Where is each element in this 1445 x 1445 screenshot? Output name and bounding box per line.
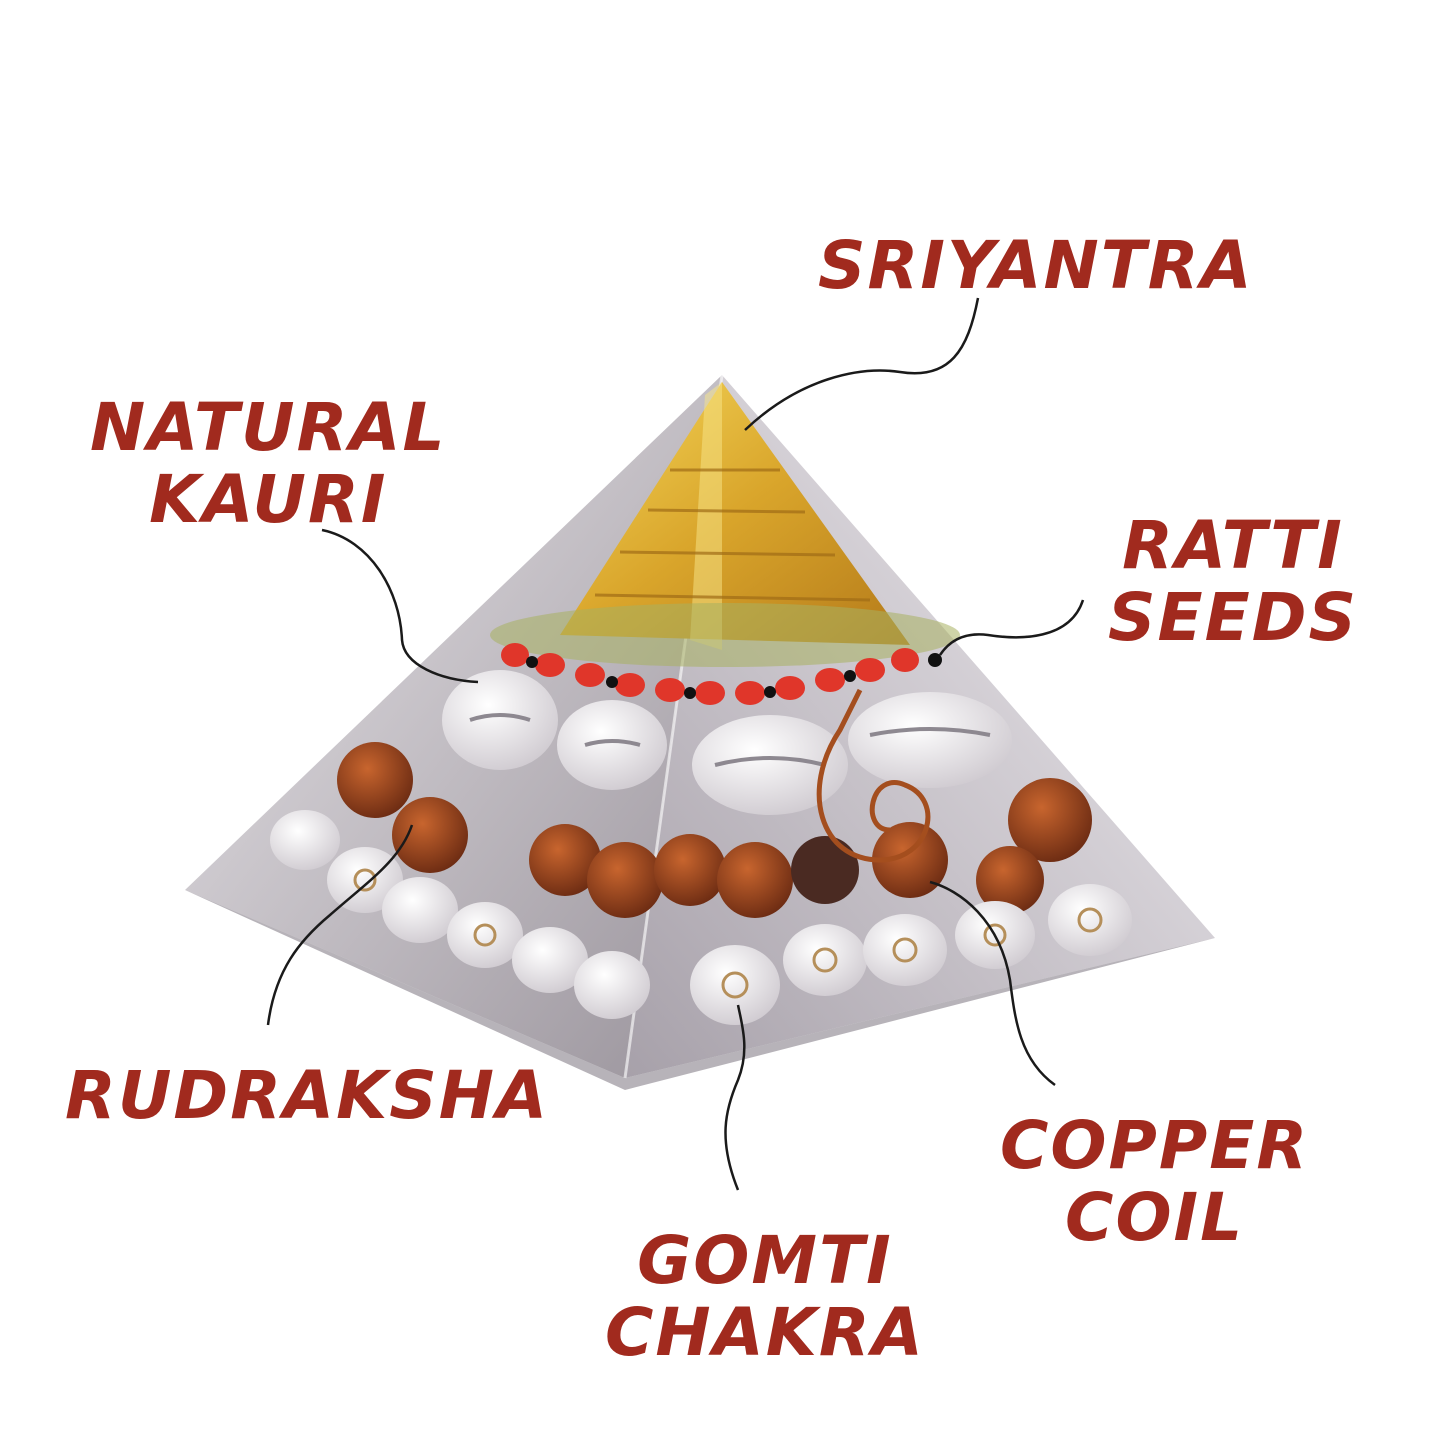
- label-rudraksha: RUDRAKSHA: [65, 1060, 549, 1132]
- label-copper-coil: COPPER COIL: [1000, 1110, 1309, 1254]
- label-gomti-chakra: GOMTI CHAKRA: [605, 1225, 925, 1369]
- label-copper-coil-line-2: COIL: [1065, 1179, 1245, 1256]
- label-sriyantra-line: SRIYANTRA: [818, 227, 1254, 304]
- sriyantra-figure: [490, 382, 960, 667]
- label-sriyantra: SRIYANTRA: [818, 230, 1254, 302]
- label-natural-kauri: NATURAL KAURI: [90, 392, 447, 536]
- label-gomti-chakra-line-1: GOMTI: [637, 1222, 893, 1299]
- leader-line-rudraksha: [266, 824, 414, 1026]
- label-ratti-seeds-line-2: SEEDS: [1108, 579, 1359, 656]
- leader-line-ratti-seeds: [938, 599, 1085, 656]
- label-natural-kauri-line-1: NATURAL: [90, 389, 447, 466]
- label-ratti-seeds: RATTI SEEDS: [1108, 510, 1358, 654]
- label-gomti-chakra-line-2: CHAKRA: [605, 1294, 925, 1371]
- leader-line-copper-coil: [929, 880, 1056, 1087]
- leader-lines: [266, 297, 1085, 1191]
- leader-line-natural-kauri: [321, 528, 479, 684]
- ratti-seeds-cluster: [501, 643, 942, 705]
- label-rudraksha-line: RUDRAKSHA: [65, 1057, 550, 1134]
- label-natural-kauri-line-2: KAURI: [149, 461, 388, 538]
- rudraksha-beads: [337, 742, 1092, 918]
- copper-coil-figure: [816, 688, 931, 863]
- leader-line-sriyantra: [744, 297, 980, 431]
- label-ratti-seeds-line-1: RATTI: [1122, 507, 1344, 584]
- leader-line-gomti-chakra: [724, 1004, 746, 1191]
- kauri-shells: [442, 670, 1012, 815]
- label-copper-coil-line-1: COPPER: [1000, 1107, 1310, 1184]
